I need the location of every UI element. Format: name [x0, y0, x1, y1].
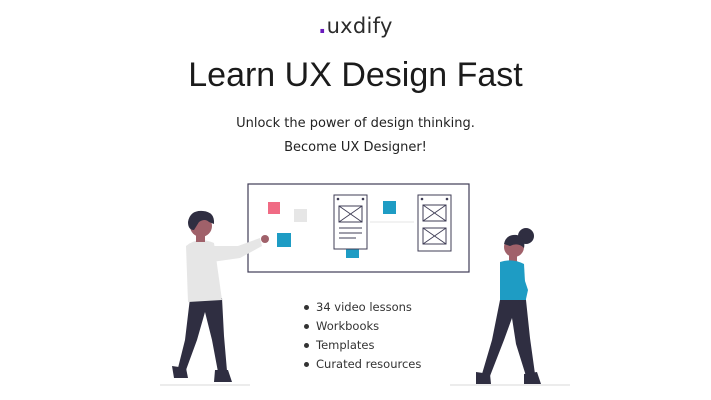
bullet-icon: [304, 362, 309, 367]
bullet-icon: [304, 305, 309, 310]
man-figure: [172, 210, 269, 382]
brand-logo: .uxdify: [0, 14, 711, 38]
subtitle-line-2: Become UX Designer!: [284, 140, 427, 155]
sticky-note-grey: [294, 209, 307, 222]
wireframe-card-2: [417, 194, 452, 252]
sticky-note-pink: [268, 202, 280, 214]
brand-logo-text: uxdify: [326, 14, 393, 38]
list-item: Workbooks: [300, 317, 421, 336]
wireframe-card-1: [333, 194, 368, 250]
list-item: Curated resources: [300, 355, 421, 374]
woman-figure: [476, 228, 541, 384]
feature-label: Workbooks: [316, 319, 380, 333]
sticky-note-teal-2: [383, 201, 396, 214]
sticky-note-teal-1: [277, 233, 291, 247]
page-title: Learn UX Design Fast: [188, 56, 523, 94]
subtitle-line-1: Unlock the power of design thinking.: [236, 116, 475, 131]
feature-label: 34 video lessons: [316, 300, 412, 314]
feature-label: Curated resources: [316, 357, 422, 371]
list-item: Templates: [300, 336, 421, 355]
brand-logo-dot: .: [318, 14, 327, 38]
bullet-icon: [304, 324, 309, 329]
list-item: 34 video lessons: [300, 298, 421, 317]
feature-list: 34 video lessons Workbooks Templates Cur…: [300, 298, 421, 374]
bullet-icon: [304, 343, 309, 348]
feature-label: Templates: [316, 338, 375, 352]
